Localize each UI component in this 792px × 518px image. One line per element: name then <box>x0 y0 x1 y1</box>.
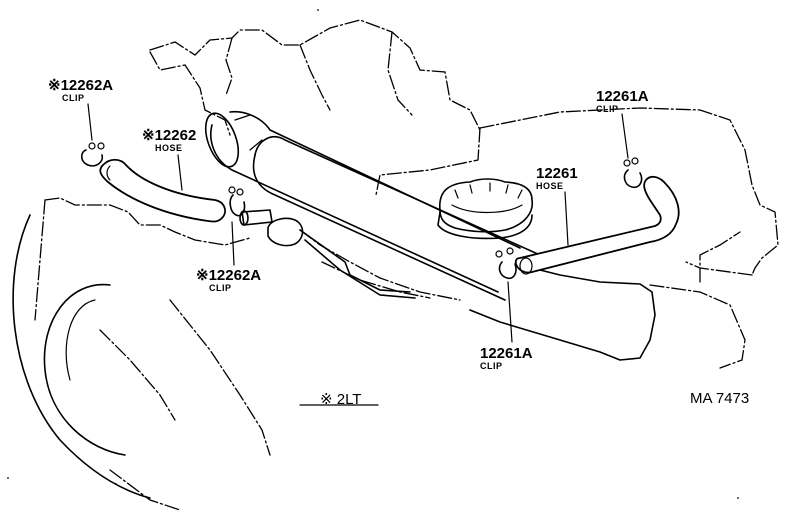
label-clip-12261a-bottom: 12261A CLIP <box>480 345 533 371</box>
clip-icon-top-left <box>80 142 105 167</box>
hose-fitting <box>239 209 416 299</box>
clip-icon-top-right <box>623 157 643 189</box>
leader-lines <box>87 103 629 343</box>
part-number: 12261A <box>480 345 533 362</box>
label-clip-12262a-bottom: ※12262A CLIP <box>196 267 261 293</box>
part-name: CLIP <box>209 283 232 293</box>
hose-12261 <box>514 175 680 275</box>
part-name: CLIP <box>62 93 85 103</box>
diagram-code: MA 7473 <box>690 390 749 407</box>
part-number: 12261A <box>596 88 649 105</box>
hose-12262 <box>99 158 226 223</box>
part-name: HOSE <box>155 143 183 153</box>
part-name: CLIP <box>596 104 619 114</box>
part-number: ※12262 <box>142 127 196 144</box>
clip-icon-lower-right <box>495 247 517 280</box>
scan-specks <box>7 9 739 499</box>
radiator-pipe <box>204 110 656 361</box>
part-number: 12261 <box>536 165 578 182</box>
engine-outline <box>34 19 779 511</box>
part-name: CLIP <box>480 361 503 371</box>
label-hose-12262: ※12262 HOSE <box>142 127 196 153</box>
note-2lt: ※ 2LT <box>299 391 379 408</box>
label-clip-12261a-top: 12261A CLIP <box>596 88 649 114</box>
clip-icon-lower-left <box>228 186 246 217</box>
label-hose-12261: 12261 HOSE <box>536 165 578 191</box>
wheel-arch <box>12 214 151 499</box>
note-text: ※ 2LT <box>320 391 361 408</box>
label-clip-12262a-top: ※12262A CLIP <box>48 77 113 103</box>
part-name: HOSE <box>536 181 564 191</box>
part-number: ※12262A <box>48 77 113 94</box>
part-number: ※12262A <box>196 267 261 284</box>
